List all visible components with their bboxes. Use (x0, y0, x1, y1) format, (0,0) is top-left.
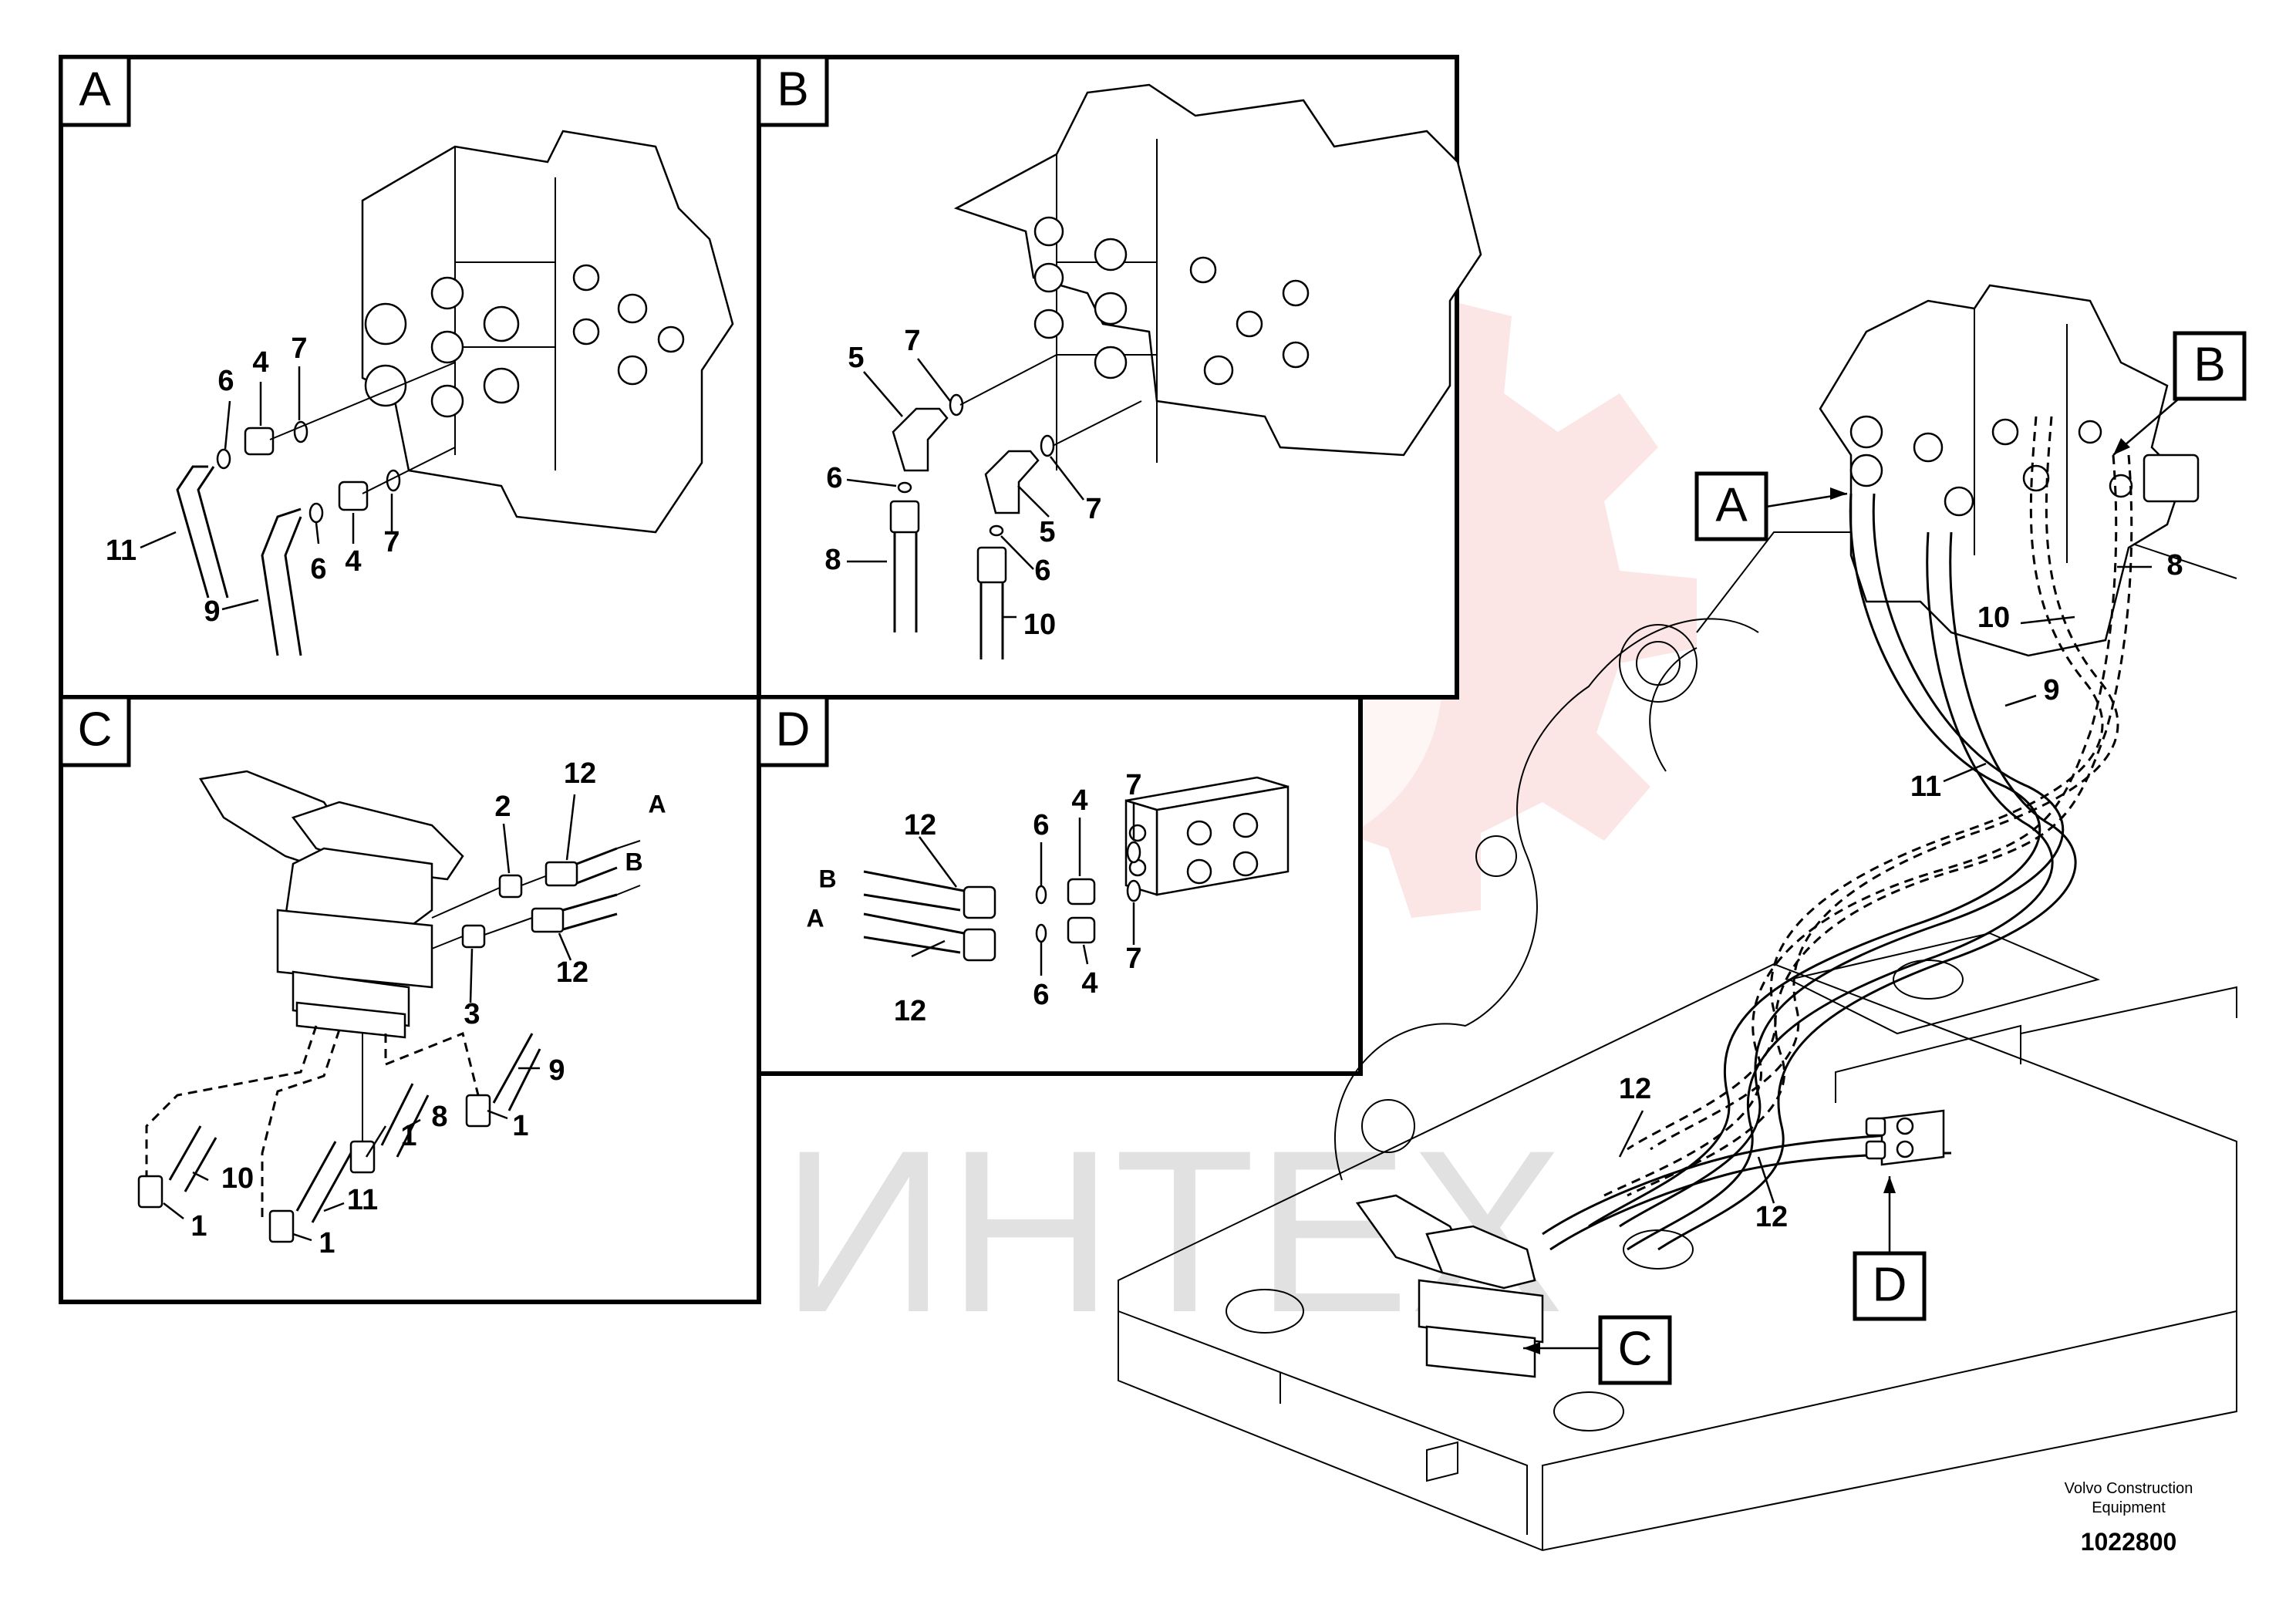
callout-a-9: 9 (204, 595, 220, 628)
callout-d-12-upper: 12 (904, 809, 936, 841)
callout-c-2: 2 (494, 791, 511, 823)
main-label-b: B (2112, 331, 2247, 456)
hoses-d (863, 841, 1141, 962)
callout-d-12-lower: 12 (894, 995, 926, 1027)
panel-b: B (757, 55, 1482, 700)
callout-b-5-lower: 5 (1039, 516, 1055, 548)
main-callout-12-right: 12 (1755, 1201, 1788, 1233)
panel-a-letter: A (79, 62, 111, 116)
upper-fitting-group-b (889, 354, 1057, 632)
control-valve-block-a (361, 130, 734, 534)
pilot-hose-routing (1542, 416, 2133, 1251)
company-name-line1: Volvo Construction (2065, 1480, 2193, 1497)
main-callout-10: 10 (1977, 602, 2010, 634)
callout-c-12-upper: 12 (564, 757, 596, 790)
upper-fitting-group-a (176, 362, 456, 599)
callout-c-9: 9 (548, 1054, 565, 1087)
callout-c-12-lower: 12 (556, 956, 588, 989)
callout-c-8: 8 (431, 1101, 447, 1133)
callout-c-1-right: 1 (512, 1110, 528, 1142)
panel-d-leaders (911, 804, 1135, 976)
callout-a-6-lower: 6 (310, 553, 326, 585)
document-number: 1022800 (2081, 1528, 2177, 1556)
junction-block-d (1124, 776, 1290, 896)
pilot-pedal-valve (198, 770, 464, 1039)
callout-b-10: 10 (1023, 609, 1056, 641)
callout-b-6-lower: 6 (1034, 555, 1050, 587)
panel-c: C (59, 695, 761, 1304)
main-callout-8: 8 (2166, 549, 2183, 582)
svg-text:D: D (1873, 1258, 1907, 1311)
main-leaders (1618, 565, 2152, 1204)
panel-c-letter: C (78, 703, 113, 756)
callout-c-1-mid: 1 (400, 1120, 416, 1152)
lower-fitting-group-a (261, 447, 456, 656)
panel-c-leaders (163, 794, 576, 1242)
svg-text:B: B (2193, 338, 2225, 391)
company-name-line2: Equipment (2092, 1499, 2166, 1516)
callout-c-11: 11 (347, 1184, 378, 1216)
callout-d-6-upper: 6 (1033, 809, 1049, 841)
callout-a-11: 11 (106, 534, 137, 567)
panel-b-letter: B (777, 62, 808, 116)
callout-a-4-upper: 4 (252, 346, 268, 379)
panel-d-letter: D (776, 703, 811, 756)
panel-d-letter-box (757, 695, 829, 767)
callout-d-a: A (806, 904, 824, 932)
callout-d-6-lower: 6 (1033, 979, 1049, 1011)
main-callout-9: 9 (2043, 674, 2059, 706)
callout-b-7-lower: 7 (1085, 493, 1101, 525)
lower-fitting-group-b (976, 400, 1142, 659)
panel-d: D (757, 695, 1363, 1076)
panel-b-letter-box (757, 55, 829, 127)
callout-d-b: B (818, 865, 836, 892)
callout-b-6-upper: 6 (826, 462, 842, 494)
control-valve-block-b (953, 83, 1482, 470)
svg-text:C: C (1618, 1322, 1653, 1375)
callout-c-3: 3 (464, 998, 480, 1030)
panel-a: A (59, 55, 761, 700)
footer: Volvo Construction Equipment 1022800 (2065, 1480, 2193, 1556)
panel-c-letter-box (59, 695, 131, 767)
main-label-c: C (1523, 1315, 1672, 1385)
callout-d-7-lower: 7 (1125, 943, 1141, 975)
pilot-hoses-c (137, 840, 641, 1243)
callout-b-7-upper: 7 (904, 325, 920, 357)
main-label-a: A (1694, 471, 1848, 541)
callout-c-10: 10 (221, 1162, 254, 1195)
panel-b-leaders (846, 358, 1084, 619)
panel-a-leaders (140, 366, 393, 611)
panel-d-frame (757, 695, 1363, 1076)
callout-d-4-upper: 4 (1071, 784, 1087, 817)
main-assembly-view: A B C D 8 (1118, 284, 2247, 1552)
main-label-d: D (1853, 1176, 1927, 1321)
callout-c-1-bottom: 1 (319, 1227, 335, 1259)
callout-d-4-lower: 4 (1081, 967, 1097, 1000)
callout-c-a: A (648, 790, 666, 818)
main-callout-12-left: 12 (1619, 1073, 1651, 1105)
callout-a-6-upper: 6 (217, 365, 234, 397)
main-control-valve (1819, 284, 2200, 657)
callout-c-1-left: 1 (190, 1210, 207, 1243)
callout-a-7-upper: 7 (291, 332, 307, 365)
main-callout-11: 11 (1910, 771, 1941, 803)
callout-a-4-lower: 4 (345, 545, 361, 578)
callout-a-7-lower: 7 (383, 526, 400, 558)
panel-c-frame (59, 695, 761, 1304)
callout-c-b: B (625, 848, 642, 875)
main-pedal-valve (1355, 1194, 1544, 1378)
callout-d-7-upper: 7 (1125, 769, 1141, 801)
callout-b-8: 8 (824, 544, 841, 576)
svg-text:A: A (1715, 478, 1748, 531)
callout-b-5-upper: 5 (848, 342, 864, 374)
panel-a-letter-box (59, 55, 131, 127)
